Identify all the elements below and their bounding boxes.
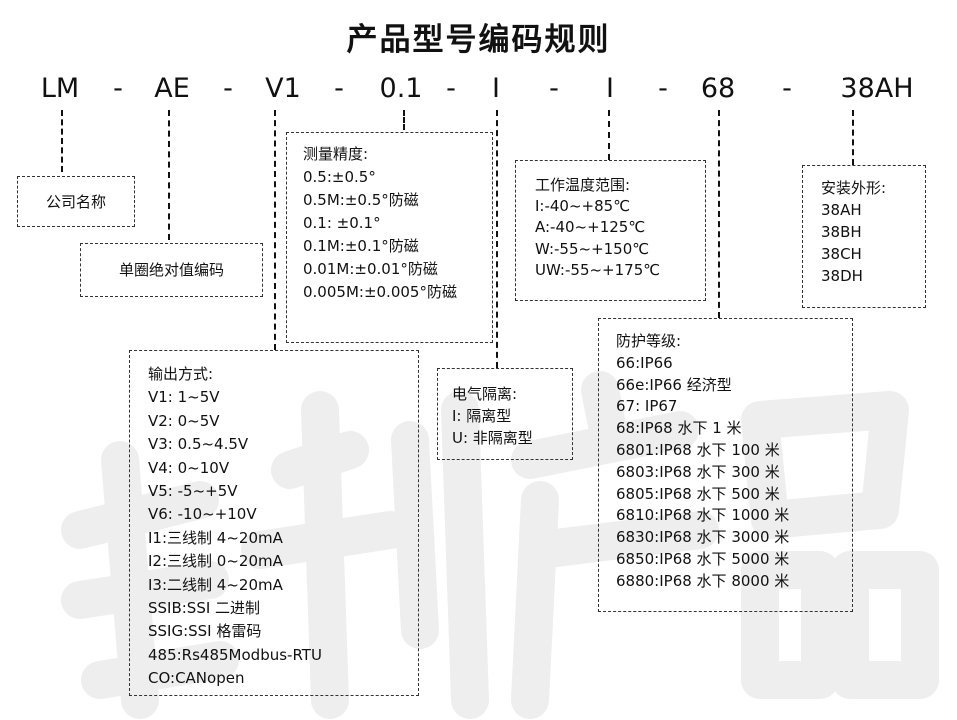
connector-line <box>403 110 405 130</box>
precision-item: 0.5:±0.5° <box>303 168 376 186</box>
output-item: 485:Rs485Modbus-RTU <box>148 645 322 664</box>
separator: - <box>113 73 123 104</box>
shape-item: 38BH <box>821 223 862 241</box>
connector-line <box>496 110 498 368</box>
shape-item: 38DH <box>821 267 863 285</box>
isolation-heading: 电气隔离: <box>452 385 518 403</box>
isolation-item: U: 非隔离型 <box>452 429 533 447</box>
temperature-item: UW:-55~+175℃ <box>535 260 661 279</box>
installation-shape-box: 安装外形: 38AH 38BH 38CH 38DH <box>802 165 926 308</box>
protection-heading: 防护等级: <box>616 332 682 350</box>
protection-item: 6803:IP68 水下 300 米 <box>616 462 780 481</box>
precision-box: 测量精度: 0.5:±0.5° 0.5M:±0.5°防磁 0.1: ±0.1° … <box>286 132 493 343</box>
output-item: CO:CANopen <box>148 669 245 688</box>
output-item: I1:三线制 4~20mA <box>148 528 283 547</box>
precision-item: 0.01M:±0.01°防磁 <box>303 260 438 278</box>
protection-item: 6801:IP68 水下 100 米 <box>616 440 780 459</box>
connector-line <box>168 110 170 240</box>
output-item: V1: 1~5V <box>148 388 220 407</box>
output-item: V3: 0.5~4.5V <box>148 435 249 454</box>
precision-heading: 测量精度: <box>303 145 369 163</box>
encoder-type-box: 单圈绝对值编码 <box>80 243 263 297</box>
separator: - <box>658 73 668 104</box>
protection-item: 6850:IP68 水下 5000 米 <box>616 549 790 568</box>
precision-item: 0.005M:±0.005°防磁 <box>303 283 457 301</box>
connector-line <box>718 110 720 318</box>
output-item: SSIG:SSI 格雷码 <box>148 622 262 641</box>
connector-line <box>274 110 276 350</box>
temperature-item: W:-55~+150℃ <box>535 239 650 258</box>
code-output: V1 <box>265 73 301 104</box>
code-precision: 0.1 <box>379 73 423 104</box>
shape-item: 38AH <box>821 201 862 219</box>
code-shape: 38AH <box>840 73 914 104</box>
precision-item: 0.1: ±0.1° <box>303 214 381 232</box>
separator: - <box>549 73 559 104</box>
output-item: V2: 0~5V <box>148 411 220 430</box>
connector-line <box>608 110 610 160</box>
isolation-item: I: 隔离型 <box>452 407 512 425</box>
protection-item: 66:IP66 <box>616 353 673 372</box>
temperature-box: 工作温度范围: I:-40~+85℃ A:-40~+125℃ W:-55~+15… <box>515 160 706 301</box>
code-temperature: I <box>606 73 614 104</box>
separator: - <box>782 73 792 104</box>
protection-rating-box: 防护等级: 66:IP66 66e:IP66 经济型 67: IP67 68:I… <box>598 318 853 612</box>
connector-line <box>852 110 854 165</box>
precision-item: 0.5M:±0.5°防磁 <box>303 191 419 209</box>
protection-item: 6880:IP68 水下 8000 米 <box>616 571 790 590</box>
isolation-box: 电气隔离: I: 隔离型 U: 非隔离型 <box>437 368 573 460</box>
output-item: V5: -5~+5V <box>148 482 238 501</box>
separator: - <box>223 73 233 104</box>
shape-item: 38CH <box>821 245 862 263</box>
code-company: LM <box>40 73 80 104</box>
encoder-type-label: 单圈绝对值编码 <box>118 261 224 279</box>
output-item: SSIB:SSI 二进制 <box>148 599 261 618</box>
code-protection: 68 <box>700 73 736 104</box>
output-mode-box: 输出方式: V1: 1~5V V2: 0~5V V3: 0.5~4.5V V4:… <box>129 350 419 696</box>
code-isolation: I <box>492 73 500 104</box>
protection-item: 6830:IP68 水下 3000 米 <box>616 528 790 547</box>
temperature-heading: 工作温度范围: <box>535 176 631 194</box>
page-title: 产品型号编码规则 <box>346 22 611 58</box>
temperature-item: A:-40~+125℃ <box>535 218 646 237</box>
shape-heading: 安装外形: <box>821 179 887 197</box>
output-item: V4: 0~10V <box>148 458 230 477</box>
protection-item: 6810:IP68 水下 1000 米 <box>616 506 790 525</box>
protection-item: 6805:IP68 水下 500 米 <box>616 484 780 503</box>
protection-item: 67: IP67 <box>616 397 678 416</box>
protection-item: 68:IP68 水下 1 米 <box>616 419 742 438</box>
output-item: I2:三线制 0~20mA <box>148 552 283 571</box>
separator: - <box>446 73 456 104</box>
connector-line <box>61 110 63 172</box>
output-item: I3:二线制 4~20mA <box>148 575 283 594</box>
company-label: 公司名称 <box>45 192 106 211</box>
output-item: V6: -10~+10V <box>148 505 257 524</box>
company-box: 公司名称 <box>17 176 135 227</box>
code-encoder: AE <box>154 73 190 104</box>
separator: - <box>334 73 344 104</box>
precision-item: 0.1M:±0.1°防磁 <box>303 237 419 255</box>
temperature-item: I:-40~+85℃ <box>535 197 631 216</box>
protection-item: 66e:IP66 经济型 <box>616 375 732 394</box>
output-heading: 输出方式: <box>148 365 214 383</box>
